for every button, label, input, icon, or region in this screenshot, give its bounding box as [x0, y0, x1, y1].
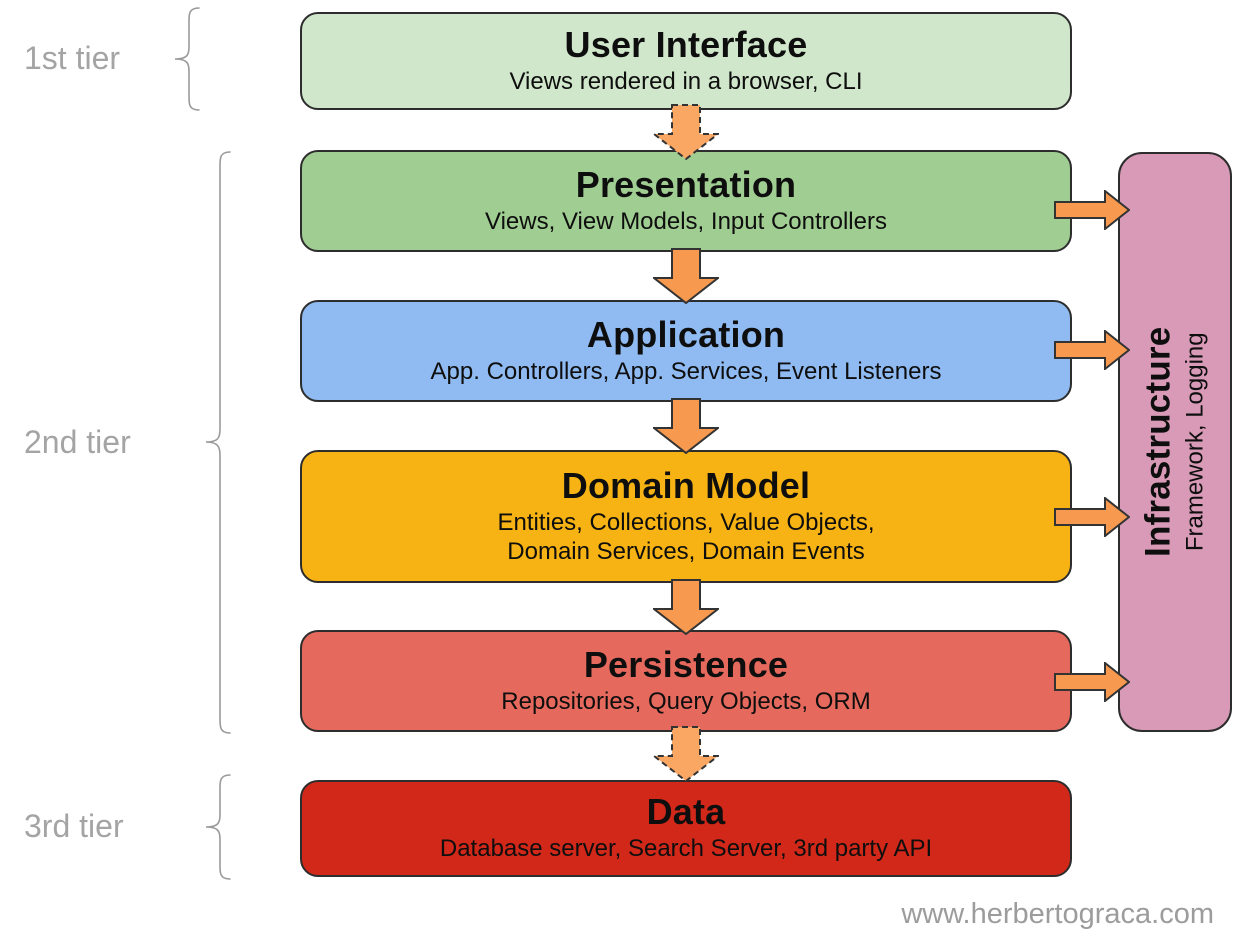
- tier-2-brace-icon: [205, 151, 231, 734]
- tier-3-brace-icon: [205, 774, 231, 880]
- layer-title-persistence: Persistence: [583, 643, 789, 685]
- layer-subtitle-domain-model: Entities, Collections, Value Objects, Do…: [497, 508, 875, 565]
- layer-subtitle-presentation: Views, View Models, Input Controllers: [485, 207, 887, 235]
- layer-subtitle-user-interface: Views rendered in a browser, CLI: [509, 67, 863, 95]
- infrastructure-title: Infrastructure: [1138, 326, 1178, 558]
- layer-box-domain-model: Domain Model Entities, Collections, Valu…: [300, 450, 1072, 583]
- infrastructure-subtitle: Framework, Logging: [1180, 332, 1208, 552]
- arrow-down-persistence-to-data-icon: [653, 726, 719, 782]
- arrow-right-application-to-infrastructure-icon: [1054, 330, 1130, 370]
- layer-title-application: Application: [586, 313, 786, 355]
- layer-box-persistence: Persistence Repositories, Query Objects,…: [300, 630, 1072, 732]
- layer-subtitle-application: App. Controllers, App. Services, Event L…: [430, 357, 942, 385]
- layer-title-domain-model: Domain Model: [561, 464, 811, 506]
- layer-box-data: Data Database server, Search Server, 3rd…: [300, 780, 1072, 877]
- tier-label-3rd: 3rd tier: [24, 808, 124, 844]
- layer-box-application: Application App. Controllers, App. Servi…: [300, 300, 1072, 402]
- arrow-down-presentation-to-application-icon: [653, 248, 719, 304]
- infrastructure-rotated-text: Infrastructure Framework, Logging: [1138, 326, 1210, 558]
- arrow-down-application-to-domain-icon: [653, 398, 719, 454]
- arrow-down-ui-to-presentation-icon: [653, 104, 719, 160]
- watermark-url: www.herbertograca.com: [901, 898, 1214, 930]
- tier-label-2nd: 2nd tier: [24, 424, 131, 460]
- layer-title-user-interface: User Interface: [564, 23, 808, 65]
- arrow-right-presentation-to-infrastructure-icon: [1054, 190, 1130, 230]
- tier-label-1st: 1st tier: [24, 40, 121, 76]
- tier-1-brace-icon: [174, 7, 200, 111]
- layer-subtitle-persistence: Repositories, Query Objects, ORM: [501, 687, 871, 715]
- arrow-right-persistence-to-infrastructure-icon: [1054, 662, 1130, 702]
- layer-title-presentation: Presentation: [575, 163, 797, 205]
- layer-title-data: Data: [646, 791, 726, 833]
- layer-box-presentation: Presentation Views, View Models, Input C…: [300, 150, 1072, 252]
- arrow-down-domain-to-persistence-icon: [653, 579, 719, 635]
- layer-subtitle-data: Database server, Search Server, 3rd part…: [439, 835, 933, 863]
- arrow-right-domain-to-infrastructure-icon: [1054, 497, 1130, 537]
- layer-box-user-interface: User Interface Views rendered in a brows…: [300, 12, 1072, 110]
- infrastructure-box: Infrastructure Framework, Logging: [1118, 152, 1232, 732]
